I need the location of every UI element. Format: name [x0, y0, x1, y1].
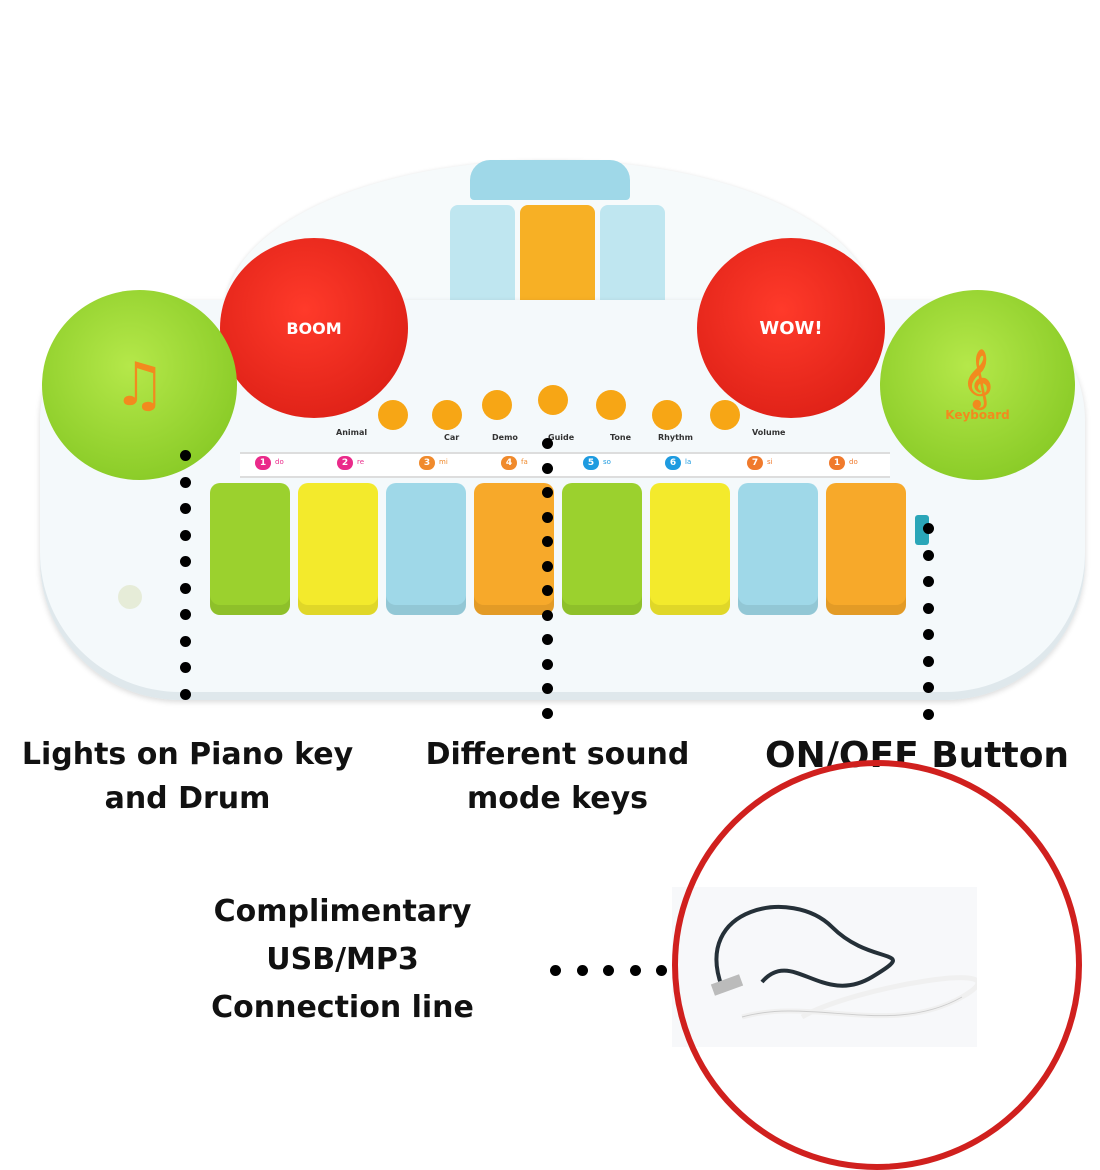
callout-dot	[923, 549, 934, 561]
note-number: 7	[747, 456, 763, 470]
callout-dot	[629, 965, 641, 976]
mode-button-rhythm[interactable]	[652, 400, 682, 430]
mode-label: Volume	[752, 428, 786, 437]
note-name: re	[357, 458, 365, 466]
mode-button-tone[interactable]	[596, 390, 626, 420]
callout-dot	[180, 476, 191, 488]
callout-dot	[923, 708, 934, 720]
callout-cable: Complimentary USB/MP3 Connection line	[211, 894, 474, 1025]
callout-dot	[923, 602, 934, 614]
callout-dot	[542, 609, 553, 621]
note-name: si	[767, 458, 773, 466]
callout-dot	[542, 438, 553, 449]
piano-key[interactable]	[298, 483, 378, 615]
mode-button-guide[interactable]	[538, 385, 568, 415]
power-switch[interactable]	[915, 515, 929, 545]
note-number: 3	[419, 456, 435, 470]
callout-dot	[923, 629, 934, 640]
callout-dot	[576, 965, 588, 976]
note-name: fa	[521, 458, 528, 466]
mode-label: Tone	[610, 433, 632, 442]
note-name: do	[275, 458, 284, 466]
note-number: 5	[583, 456, 599, 470]
callout-dot	[656, 965, 667, 976]
piano-key[interactable]	[650, 483, 730, 615]
drum-music-note[interactable]: ♫	[42, 290, 237, 480]
note-number: 2	[337, 456, 353, 470]
mode-button-volume[interactable]	[710, 400, 740, 430]
callout-dot	[180, 529, 191, 541]
note-name: so	[603, 458, 611, 466]
mode-label: Guide	[548, 433, 575, 442]
callout-dot	[923, 576, 934, 587]
callout-dot	[923, 655, 934, 667]
note-number: 1	[829, 456, 845, 470]
callout-dot	[180, 635, 191, 647]
mode-button-animal[interactable]	[378, 400, 408, 430]
note-name: do	[849, 458, 858, 466]
callout-modes: Different sound mode keys	[425, 737, 690, 816]
piano-key[interactable]	[826, 483, 906, 615]
callout-dot	[603, 965, 614, 976]
callout-dot	[542, 511, 553, 523]
callout-dot	[180, 609, 191, 620]
mode-label: Animal	[336, 428, 368, 437]
speaker-grille	[118, 585, 142, 609]
callout-dot	[542, 487, 553, 498]
callout-dot	[180, 556, 191, 567]
callout-dot	[542, 585, 553, 596]
callout-dot	[180, 582, 191, 594]
mode-label: Demo	[492, 433, 518, 442]
callout-dot	[180, 503, 191, 514]
drum-keyboard[interactable]: 𝄞 Keyboard	[880, 290, 1075, 480]
mode-label: Rhythm	[658, 433, 693, 442]
callout-dot	[542, 658, 553, 670]
callout-dot	[542, 634, 553, 645]
note-number: 1	[255, 456, 271, 470]
piano-key[interactable]	[386, 483, 466, 615]
piano-key[interactable]	[562, 483, 642, 615]
cable-highlight-circle	[672, 760, 1082, 1170]
note-name: la	[685, 458, 692, 466]
crown	[470, 160, 630, 200]
mode-label: Car	[444, 433, 460, 442]
callout-dot	[180, 662, 191, 673]
callout-dot	[923, 682, 934, 693]
callout-dot	[180, 450, 191, 461]
callout-dot	[550, 965, 561, 976]
drum-boom[interactable]: BOOM	[220, 238, 408, 418]
callout-dot	[180, 688, 191, 700]
callout-lights: Lights on Piano key and Drum	[21, 737, 354, 816]
callout-dot	[542, 707, 553, 719]
note-number: 4	[501, 456, 517, 470]
note-number: 6	[665, 456, 681, 470]
piano-key[interactable]	[210, 483, 290, 615]
music-note-icon: ♫	[112, 350, 167, 420]
callout-dot	[923, 523, 934, 534]
callout-dot	[542, 560, 553, 572]
callout-dot	[542, 536, 553, 547]
mode-button-car[interactable]	[432, 400, 462, 430]
callout-dot	[542, 683, 553, 694]
note-name: mi	[439, 458, 448, 466]
treble-clef-icon: 𝄞	[962, 348, 993, 407]
mode-button-demo[interactable]	[482, 390, 512, 420]
callout-dot	[542, 462, 553, 474]
piano-key[interactable]	[738, 483, 818, 615]
piano-key[interactable]	[474, 483, 554, 615]
drum-wow[interactable]: WOW!	[697, 238, 885, 418]
